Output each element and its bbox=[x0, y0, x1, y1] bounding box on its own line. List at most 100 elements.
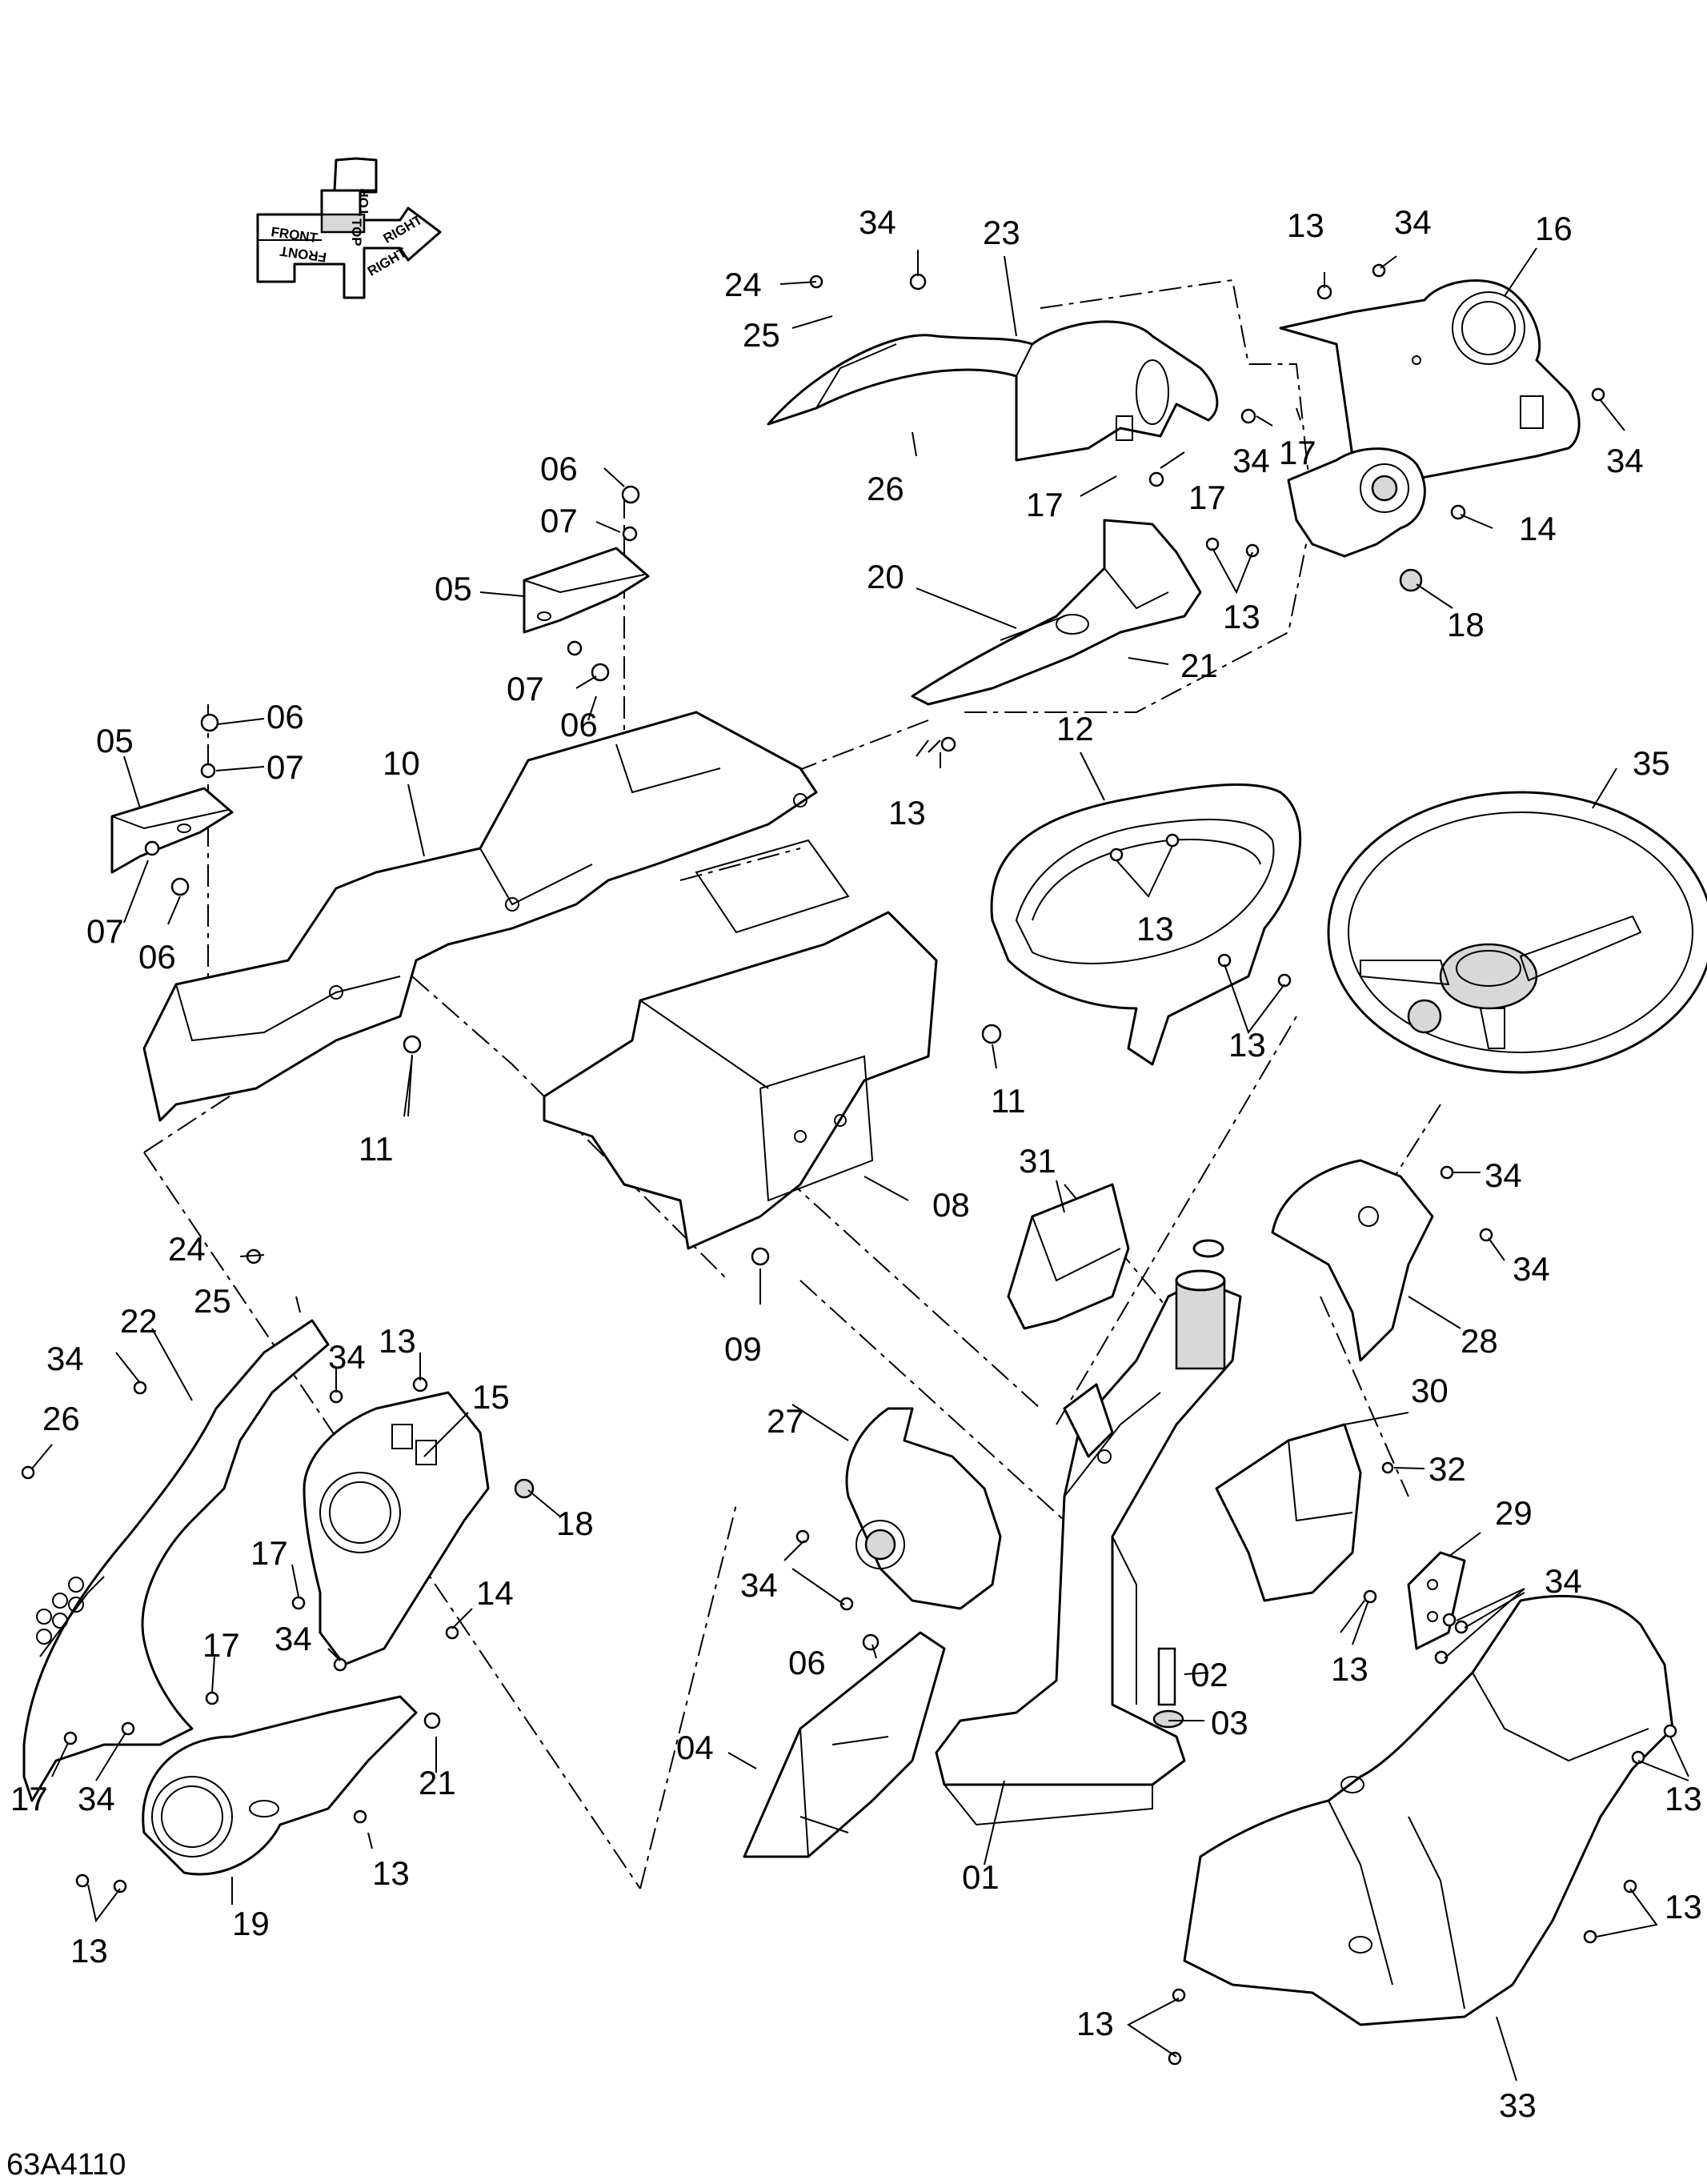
callout-16: 16 bbox=[1535, 210, 1573, 247]
callout-17: 17 bbox=[1188, 479, 1226, 516]
callout-13: 13 bbox=[1287, 206, 1324, 244]
callout-35: 35 bbox=[1633, 744, 1670, 782]
callout-13: 13 bbox=[70, 1932, 108, 1970]
callout-34: 34 bbox=[78, 1780, 115, 1817]
housing-20 bbox=[911, 519, 1202, 706]
callout-13: 13 bbox=[1076, 2005, 1114, 2042]
callout-21: 21 bbox=[419, 1764, 456, 1801]
callout-27: 27 bbox=[767, 1402, 804, 1440]
steering-column-01 bbox=[935, 1239, 1242, 1826]
callout-30: 30 bbox=[1411, 1372, 1449, 1409]
callout-22: 22 bbox=[120, 1302, 158, 1340]
upper-cover-23 bbox=[767, 320, 1219, 462]
callout-06: 06 bbox=[788, 1644, 826, 1681]
lower-shroud-33 bbox=[1183, 1594, 1674, 2026]
callout-34: 34 bbox=[274, 1620, 312, 1657]
callout-17: 17 bbox=[202, 1626, 240, 1664]
callout-23: 23 bbox=[983, 214, 1020, 251]
callout-14: 14 bbox=[1519, 510, 1557, 547]
orientation-top-label: TOP bbox=[349, 218, 364, 246]
callout-labels: 34 23 13 34 16 24 25 26 17 17 34 17 34 1… bbox=[10, 203, 1702, 2124]
callout-11: 11 bbox=[991, 1082, 1026, 1120]
callout-13: 13 bbox=[1228, 1026, 1266, 1064]
callout-19: 19 bbox=[232, 1905, 270, 1942]
callout-06: 06 bbox=[266, 698, 304, 735]
console-22 bbox=[22, 1319, 330, 1802]
orientation-arrow-icon: FRONT FRONT TOP TOP RIGHT RIGHT bbox=[256, 157, 442, 299]
callout-17: 17 bbox=[10, 1780, 48, 1817]
callout-13: 13 bbox=[1665, 1780, 1702, 1817]
panel-16 bbox=[1279, 279, 1581, 498]
callout-18: 18 bbox=[556, 1505, 594, 1542]
callout-25: 25 bbox=[743, 316, 780, 354]
callout-32: 32 bbox=[1429, 1450, 1466, 1488]
callout-26: 26 bbox=[42, 1400, 80, 1437]
callout-34: 34 bbox=[1606, 442, 1644, 479]
cover-28 bbox=[1271, 1159, 1434, 1362]
fasteners bbox=[21, 263, 1677, 2066]
frame-10 bbox=[142, 711, 818, 1122]
figure-code: 63A4110 bbox=[6, 2148, 126, 2182]
bowl-19 bbox=[142, 1695, 418, 1876]
callout-34: 34 bbox=[1513, 1250, 1550, 1288]
callout-07: 07 bbox=[86, 912, 124, 950]
leader-lines bbox=[31, 247, 1689, 2082]
callout-13: 13 bbox=[1665, 1888, 1702, 1926]
callout-14: 14 bbox=[476, 1574, 514, 1612]
orientation-right-label: RIGHT bbox=[365, 245, 410, 279]
callout-21: 21 bbox=[1180, 647, 1218, 684]
callout-13: 13 bbox=[379, 1322, 416, 1360]
callout-15: 15 bbox=[472, 1378, 510, 1416]
switch-housing bbox=[1287, 447, 1426, 558]
callout-11: 11 bbox=[359, 1130, 394, 1168]
callout-34: 34 bbox=[1485, 1156, 1522, 1194]
callout-24: 24 bbox=[168, 1230, 206, 1268]
callout-17: 17 bbox=[1026, 486, 1064, 523]
cover-30 bbox=[1215, 1423, 1362, 1602]
callout-28: 28 bbox=[1461, 1322, 1498, 1360]
callout-10: 10 bbox=[383, 744, 420, 782]
callout-29: 29 bbox=[1495, 1494, 1533, 1532]
callout-12: 12 bbox=[1056, 710, 1094, 747]
callout-08: 08 bbox=[932, 1186, 970, 1224]
bracket-05-lower bbox=[110, 787, 234, 874]
carrier-08 bbox=[543, 839, 938, 1250]
callout-31: 31 bbox=[1019, 1142, 1056, 1180]
callout-18: 18 bbox=[1447, 606, 1485, 643]
console-22-keypad bbox=[36, 1577, 84, 1645]
callout-07: 07 bbox=[266, 748, 304, 786]
callout-13: 13 bbox=[1136, 910, 1174, 948]
callout-34: 34 bbox=[740, 1566, 778, 1604]
callout-13: 13 bbox=[372, 1854, 410, 1892]
cover-27 bbox=[845, 1407, 1002, 1610]
callout-20: 20 bbox=[867, 558, 904, 595]
callout-17: 17 bbox=[250, 1534, 288, 1572]
callout-33: 33 bbox=[1499, 2086, 1537, 2124]
callout-06: 06 bbox=[540, 450, 578, 487]
shroud-12 bbox=[990, 783, 1302, 1066]
callout-07: 07 bbox=[540, 502, 578, 539]
callout-03: 03 bbox=[1211, 1704, 1248, 1741]
callout-13: 13 bbox=[1223, 598, 1260, 635]
callout-02: 02 bbox=[1191, 1656, 1228, 1693]
callout-34: 34 bbox=[46, 1340, 84, 1377]
callout-34: 34 bbox=[1394, 203, 1432, 241]
callout-06: 06 bbox=[560, 706, 598, 743]
steering-wheel-35 bbox=[1327, 791, 1707, 1074]
callout-26: 26 bbox=[867, 470, 904, 507]
gauge-panel-15 bbox=[303, 1391, 490, 1666]
cover-31 bbox=[1007, 1183, 1130, 1330]
callout-13: 13 bbox=[1331, 1650, 1368, 1688]
callout-24: 24 bbox=[724, 266, 762, 303]
orientation-top-flipped-label: TOP bbox=[356, 188, 371, 216]
callout-09: 09 bbox=[724, 1330, 762, 1368]
callout-05: 05 bbox=[96, 722, 134, 759]
callout-05: 05 bbox=[435, 570, 472, 607]
callout-34: 34 bbox=[859, 203, 896, 241]
callout-17: 17 bbox=[1279, 434, 1316, 471]
callout-13: 13 bbox=[888, 794, 926, 832]
bracket-05-upper bbox=[523, 547, 650, 634]
bracket-29 bbox=[1407, 1551, 1466, 1650]
callout-01: 01 bbox=[962, 1858, 1000, 1896]
